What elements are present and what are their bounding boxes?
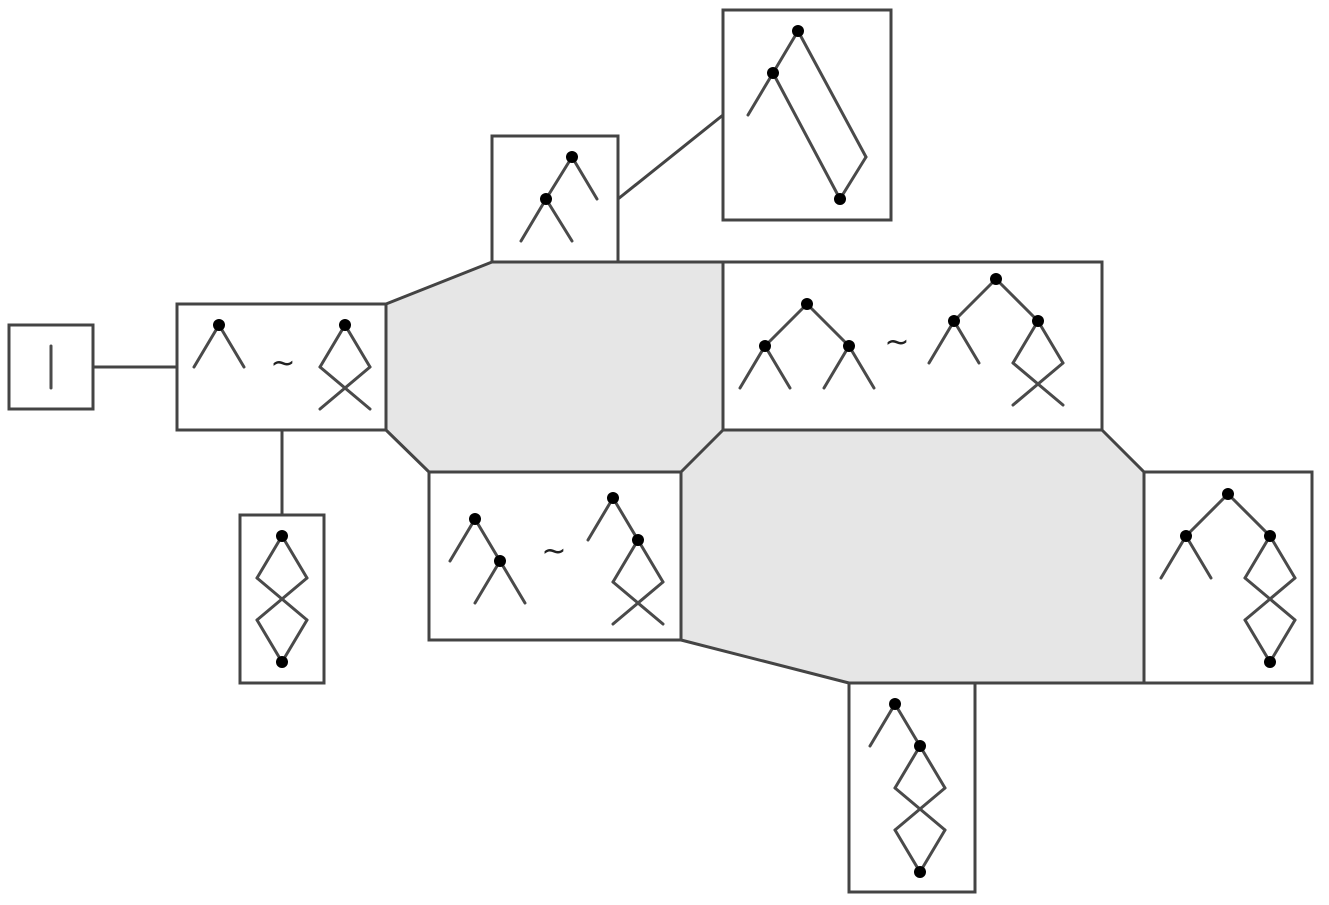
cherry-tree: [192, 319, 246, 369]
identity-box: [7, 323, 95, 411]
left-comb-tree-box: [490, 134, 620, 264]
shaded-region-left: [386, 262, 723, 472]
twisted-loop-box: [238, 513, 326, 685]
equivalence-symbol: ~: [270, 346, 295, 381]
graph-edges: [93, 113, 1146, 685]
twisted-cherry-tree: [318, 319, 372, 411]
balanced-loop-tree-box: [1142, 470, 1314, 685]
edge-small-tree-to-top-tree: [617, 113, 724, 201]
edge-middle-to-wide: [679, 428, 725, 474]
long-branch-tree-box: [721, 8, 893, 222]
balanced-twisted-tree: [927, 273, 1065, 407]
edge-middle-to-bottom: [680, 638, 850, 685]
middle-equivalence-box: ~: [427, 470, 683, 642]
edge-wide-to-right: [1100, 428, 1146, 474]
equivalence-symbol: ~: [541, 534, 566, 569]
balanced-tree: [738, 298, 876, 390]
right-comb-tree: [448, 513, 527, 605]
right-comb-twisted-tree: [586, 492, 665, 626]
balanced-equivalence-box: ~: [721, 260, 1104, 432]
comb-loop-tree-box: [847, 681, 977, 894]
cherry-equivalence-box: ~: [175, 302, 388, 432]
edge-cherry-to-middle: [384, 428, 431, 474]
shaded-region-right: [681, 430, 1144, 683]
equivalence-symbol: ~: [884, 325, 909, 360]
edge-cherry-to-small-tree: [385, 260, 493, 306]
